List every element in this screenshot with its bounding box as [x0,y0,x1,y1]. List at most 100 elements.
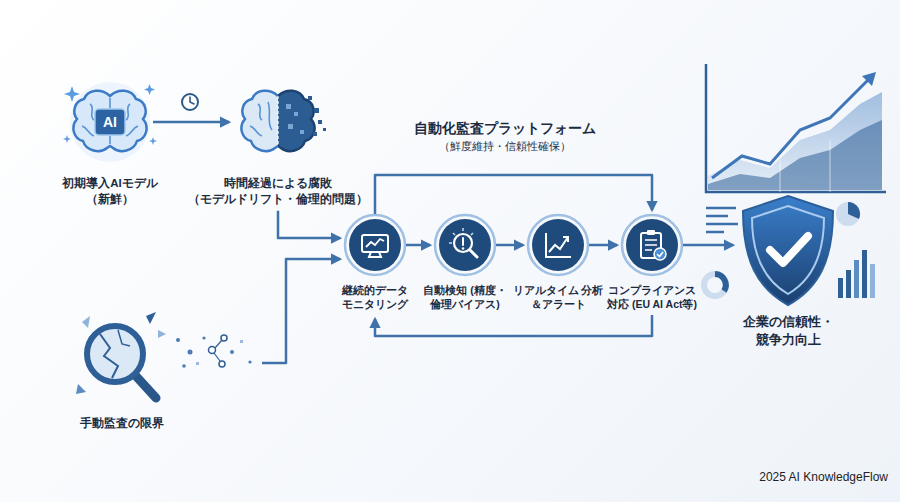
compliance-icon [647,230,655,235]
flow-arrow [496,244,523,247]
decayed-brain-icon [294,112,298,116]
node-caption: 時間経過による腐敗 （モデルドリフト・倫理的問題） [188,176,368,208]
growth-chart [780,160,781,192]
detection-icon [462,238,464,245]
bar-icon [838,250,875,298]
flow-arrow [278,211,340,238]
flow-arrow [375,175,652,214]
broken-magnifier-icon [182,364,186,368]
compliance-icon [622,215,682,275]
monitoring-icon [366,239,384,247]
broken-magnifier-icon [76,384,86,394]
platform-title: 自動化監査プラットフォーム [414,120,596,138]
shield-icon [770,236,808,263]
shield-icon [743,196,833,305]
decor-lines [706,231,724,234]
footer-credit: 2025 AI KnowledgeFlow [759,470,888,484]
broken-magnifier-icon [87,326,143,382]
decayed-brain-icon [308,96,326,136]
broken-magnifier-icon [214,340,222,361]
compliance-icon [645,240,657,250]
donut-icon [715,274,726,291]
growth-chart [706,64,886,192]
bar-icon [854,260,859,298]
fresh-brain-icon [70,82,150,162]
icon-area [740,195,836,305]
broken-magnifier-icon [176,338,180,342]
decay-node: 時間経過による腐敗 （モデルドリフト・倫理的問題） [188,82,368,208]
growth-chart [712,76,872,178]
growth-chart [708,92,882,190]
platform-subtitle: （鮮度維持・信頼性確保） [439,140,571,154]
icon-area [236,82,320,162]
node-caption: 手動監査の限界 [62,416,182,432]
node-caption: 企業の信頼性・ 競争力向上 [728,313,848,349]
bar-icon [862,250,867,298]
icon-area [624,217,680,273]
growth-chart [706,64,886,192]
decor-lines [706,208,738,232]
donut-icon [704,274,726,296]
detection-icon [470,250,477,257]
process-circle: 継続的データ モニタリング [329,217,421,312]
flow-arrow [589,244,617,247]
compliance-icon [657,252,663,257]
broken-magnifier-icon [240,340,243,343]
pie-icon [836,202,860,226]
shield-icon [752,206,824,294]
pie-icon [836,202,860,226]
node-caption: リアルタイム 分析＆アラート [512,283,604,312]
detection-icon [435,215,495,275]
clock-icon [182,94,198,110]
flow-arrow [375,315,652,336]
monitoring-icon [345,215,405,275]
broken-magnifier-icon [219,361,225,367]
decayed-brain-icon [277,96,278,146]
flow-arrow [262,259,340,363]
decayed-brain-icon [300,130,304,134]
compliance-icon [622,215,682,275]
decayed-brain-icon [308,96,312,100]
broken-magnifier-icon [196,340,243,365]
detection-icon [449,228,473,243]
manual-audit-node: 手動監査の限界 [62,318,182,432]
flow-arrow [683,244,733,247]
broken-magnifier-icon [202,336,205,339]
process-circle: コンプライアンス 対応 (EU AI Act等) [602,217,702,312]
broken-magnifier-icon [135,375,156,398]
node-caption: コンプライアンス 対応 (EU AI Act等) [602,283,702,312]
icon-area [530,217,586,273]
broken-magnifier-icon [209,335,228,367]
broken-magnifier-icon [196,362,199,365]
decor-lines [706,215,728,218]
decayed-brain-icon [241,91,326,151]
shield-icon [743,196,833,305]
decayed-brain-icon [318,120,322,124]
decayed-brain-icon [278,91,315,151]
flow-arrow [406,244,430,247]
node-caption: 自動検知 (精度・倫理バイアス) [412,283,518,312]
analysis-icon [546,233,571,257]
node-caption: 初期導入AIモデル （新鮮） [50,176,170,208]
clock-icon [182,94,198,110]
pie-icon [848,202,860,219]
process-circle: 自動検知 (精度・倫理バイアス) [412,217,518,312]
result-shield: 企業の信頼性・ 競争力向上 [728,195,848,349]
broken-magnifier-icon [188,350,193,355]
icon-area [347,217,403,273]
broken-magnifier-icon [76,312,252,398]
bar-icon [846,270,851,298]
icon-area: AI [70,82,150,162]
compliance-icon [626,219,678,271]
donut-icon [704,274,726,296]
icon-text: AI [70,82,150,162]
analysis-icon [532,219,584,271]
broken-magnifier-icon [146,312,156,324]
growth-chart [862,72,876,86]
decayed-brain-icon [288,124,293,129]
broken-magnifier-icon [158,330,166,338]
icon-area [77,318,167,408]
detection-icon [435,215,495,275]
flow-arrow [153,121,229,124]
detection-icon [462,247,465,250]
